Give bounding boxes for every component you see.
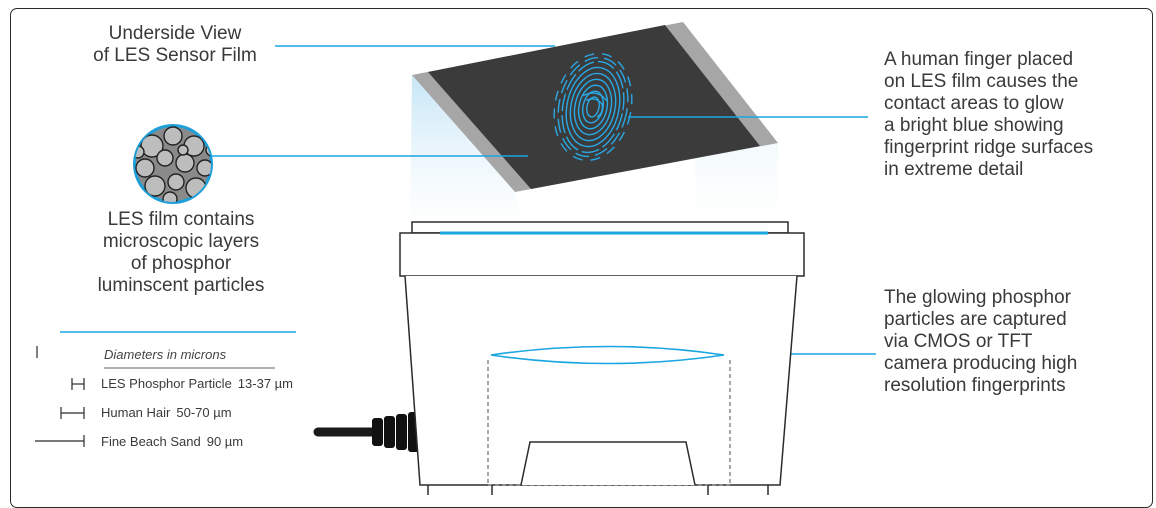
- scale-item-sand: Fine Beach Sand 90 µm: [101, 434, 243, 449]
- scale-item-name: LES Phosphor Particle: [101, 376, 232, 391]
- particles-description: LES film contains microscopic layers of …: [97, 209, 265, 296]
- scale-item-value: 50-70 µm: [176, 405, 232, 420]
- capture-description: The glowing phosphor particles are captu…: [884, 287, 1078, 396]
- film-title-label: Underside View of LES Sensor Film: [93, 23, 257, 66]
- fingerprint-icon: [553, 52, 633, 162]
- scale-title: Diameters in microns: [104, 347, 227, 362]
- scale-item-value: 13-37 µm: [237, 376, 293, 391]
- scanner-device: [313, 221, 805, 495]
- scale-item-value: 90 µm: [206, 434, 244, 449]
- sensor-film: [412, 22, 778, 192]
- scale-bars: [35, 346, 275, 447]
- scale-item-hair: Human Hair 50-70 µm: [101, 405, 232, 420]
- phosphor-particle-icon: [133, 124, 213, 204]
- scale-item-name: Fine Beach Sand: [101, 434, 201, 449]
- scale-item-phosphor: LES Phosphor Particle 13-37 µm: [101, 376, 293, 391]
- scale-item-name: Human Hair: [101, 405, 171, 420]
- sensor-diagram: [35, 22, 876, 495]
- finger-description: A human finger placed on LES film causes…: [884, 49, 1094, 180]
